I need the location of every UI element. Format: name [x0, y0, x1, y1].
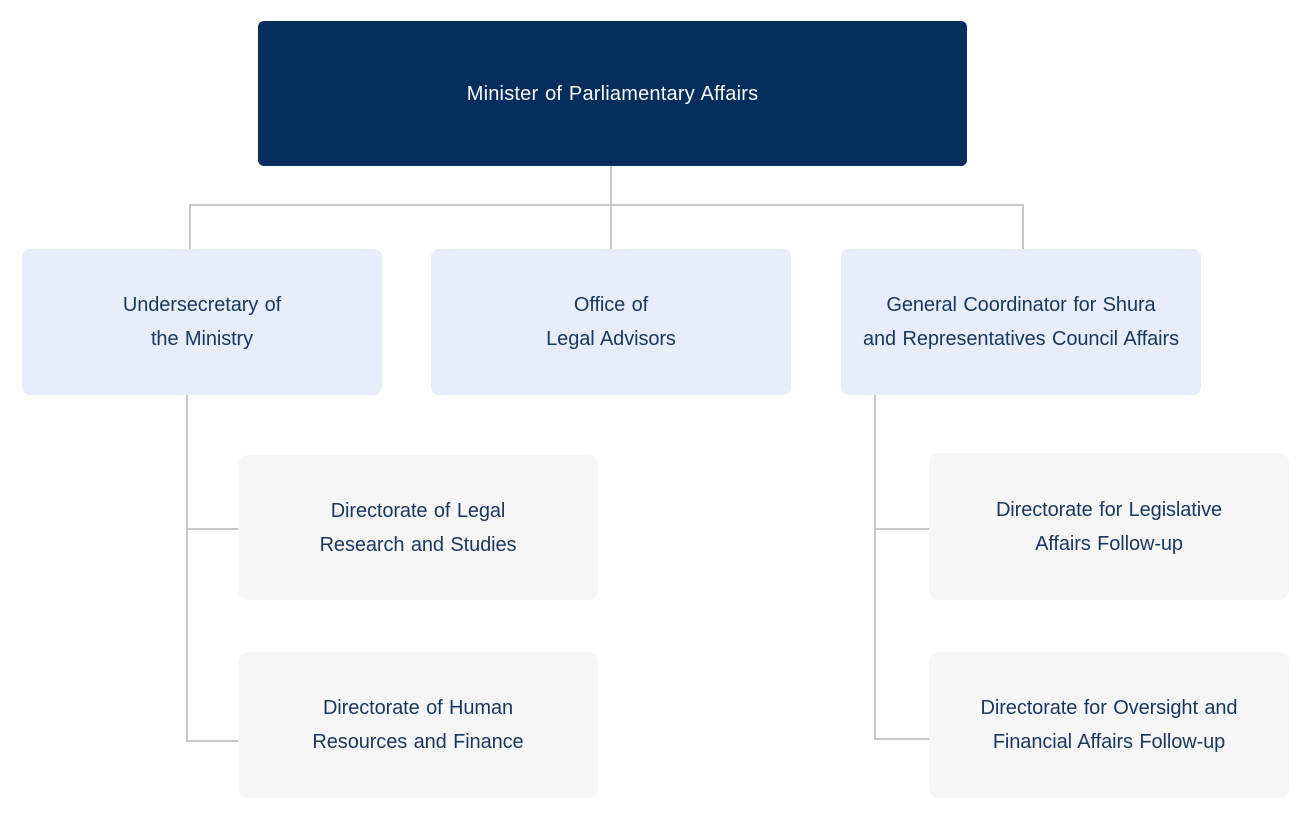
node-label-line: Directorate of Human — [322, 697, 514, 719]
connector-stub-legal-research — [186, 528, 238, 530]
connector-root-drop — [610, 166, 612, 250]
connector-right-drop — [1022, 204, 1024, 250]
node-label-line: Financial Affairs Follow-up — [992, 731, 1226, 753]
node-label-line: Research and Studies — [319, 533, 517, 556]
org-node-minister: Minister of Parliamentary Affairs — [258, 21, 967, 166]
node-label-line: Resources and Finance — [312, 731, 524, 753]
connector-stub-oversight-followup — [874, 738, 929, 740]
node-label-line: and Representatives Council Affairs — [863, 328, 1179, 350]
connector-stub-hr-finance — [186, 740, 238, 742]
node-label-line: Directorate for Oversight and — [980, 697, 1238, 719]
node-label-line: Office of — [573, 294, 649, 316]
node-label-line: General Coordinator for Shura — [886, 294, 1156, 316]
org-node-legal-research: Directorate of Legal Research and Studie… — [238, 455, 598, 600]
node-label-line: Legal Advisors — [546, 328, 676, 350]
connector-horizontal-bar — [189, 204, 1024, 206]
node-label-line: Undersecretary of — [122, 294, 282, 316]
connector-undersecretary-branch — [186, 395, 188, 742]
org-node-general-coordinator: General Coordinator for Shura and Repres… — [841, 249, 1201, 395]
node-label: Minister of Parliamentary Affairs — [466, 82, 759, 105]
connector-left-drop — [189, 204, 191, 250]
org-node-hr-finance: Directorate of Human Resources and Finan… — [238, 652, 598, 798]
org-node-legal-advisors: Office of Legal Advisors — [431, 249, 791, 395]
connector-stub-legislative-followup — [874, 528, 929, 530]
org-node-legislative-followup: Directorate for Legislative Affairs Foll… — [929, 453, 1289, 600]
node-label-line: Directorate of Legal — [330, 499, 506, 522]
node-label-line: Affairs Follow-up — [1035, 532, 1183, 555]
org-node-undersecretary: Undersecretary of the Ministry — [22, 249, 382, 395]
org-node-oversight-followup: Directorate for Oversight and Financial … — [929, 652, 1289, 798]
connector-coordinator-branch — [874, 395, 876, 740]
node-label-line: the Ministry — [150, 328, 254, 350]
node-label-line: Directorate for Legislative — [995, 498, 1223, 521]
